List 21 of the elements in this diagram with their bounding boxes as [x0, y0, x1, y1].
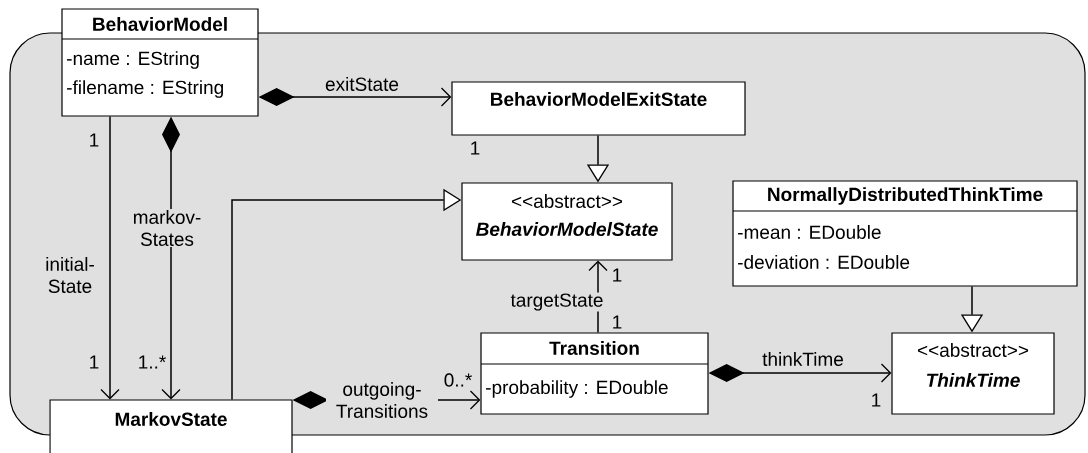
class-box: BehaviorModelExitState: [451, 81, 746, 136]
edge-label: markov- States: [131, 209, 203, 247]
multiplicity-label: 1: [471, 141, 480, 155]
multiplicity-label: 1: [613, 315, 622, 329]
association-arrow: [100, 115, 120, 400]
multiplicity-label: 1: [90, 133, 99, 147]
edge-label: outgoing- Transitions: [326, 381, 438, 419]
edge-label: initial- State: [34, 256, 106, 294]
multiplicity-label: 1: [90, 355, 99, 369]
class-box: BehaviorModel -name : EString -filename : EString: [61, 8, 259, 117]
class-box: MarkovState: [49, 399, 293, 453]
class-box: <<abstract>> BehaviorModelState: [461, 182, 673, 261]
class-box: NormallyDistributedThinkTime -mean : EDouble -deviation : EDouble: [732, 180, 1078, 287]
edge-label: thinkTime: [761, 351, 845, 367]
class-box: <<abstract>> ThinkTime: [891, 332, 1055, 415]
multiplicity-label: 1: [613, 268, 622, 282]
edge-label: targetState: [509, 292, 605, 312]
edge-label: exitState: [324, 76, 400, 92]
multiplicity-label: 1..*: [139, 355, 166, 369]
multiplicity-label: 0..*: [444, 373, 472, 387]
class-box: Transition -probability : EDouble: [480, 332, 709, 415]
